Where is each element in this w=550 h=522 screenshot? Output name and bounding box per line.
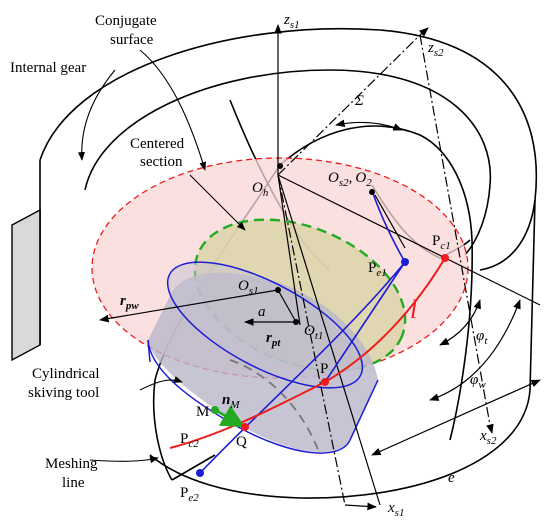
label-zs2: zs2 <box>427 40 444 59</box>
label-meshing-1: Meshing <box>45 456 98 472</box>
rpw-vector <box>99 289 279 323</box>
label-Os1: Os1 <box>238 278 259 297</box>
label-phi-t: φt <box>476 328 488 347</box>
label-rpw: rpw <box>120 293 139 312</box>
blue-line-pe2 <box>199 261 406 474</box>
label-Pc1: Pc1 <box>432 233 451 252</box>
e-dimension-line <box>371 379 541 456</box>
cylindrical-skiving-tool <box>147 261 379 456</box>
label-phi-w: φw <box>470 372 486 391</box>
label-Pc2: Pc2 <box>180 431 199 450</box>
a-segment <box>277 289 297 323</box>
points <box>196 163 449 477</box>
label-P: P <box>320 361 328 377</box>
label-rpt: rpt <box>266 330 281 349</box>
tooth-slot <box>11 208 41 362</box>
label-Os2-O2: Os2,O2 <box>328 170 372 189</box>
normal-vector <box>214 405 246 428</box>
label-Oh: Oh <box>252 180 269 199</box>
label-Pe2: Pe2 <box>180 485 199 504</box>
label-M: M <box>196 404 209 420</box>
label-Ot1: Ot1 <box>304 323 323 342</box>
label-cyl-tool-2: skiving tool <box>28 385 99 401</box>
label-Q: Q <box>236 434 247 450</box>
label-nM: nM <box>222 392 240 411</box>
label-sigma: Σ <box>354 93 364 109</box>
label-xs2: xs2 <box>479 428 497 447</box>
label-centered-2: section <box>140 154 183 170</box>
label-Pe1: Pe1 <box>368 260 387 279</box>
label-conjugate-2: surface <box>110 32 154 48</box>
label-cyl-tool-1: Cylindrical <box>32 366 100 382</box>
label-internal-gear: Internal gear <box>10 60 86 76</box>
label-centered-1: Centered <box>130 136 185 152</box>
label-l: l <box>410 295 417 324</box>
label-a: a <box>258 304 266 320</box>
leader-lines <box>77 49 246 464</box>
label-e: e <box>448 470 455 486</box>
label-xs1: xs1 <box>387 500 404 519</box>
label-meshing-2: line <box>62 475 85 491</box>
label-conjugate-1: Conjugate <box>95 13 157 29</box>
label-zs1: zs1 <box>283 12 300 31</box>
sigma-arc <box>335 119 403 131</box>
